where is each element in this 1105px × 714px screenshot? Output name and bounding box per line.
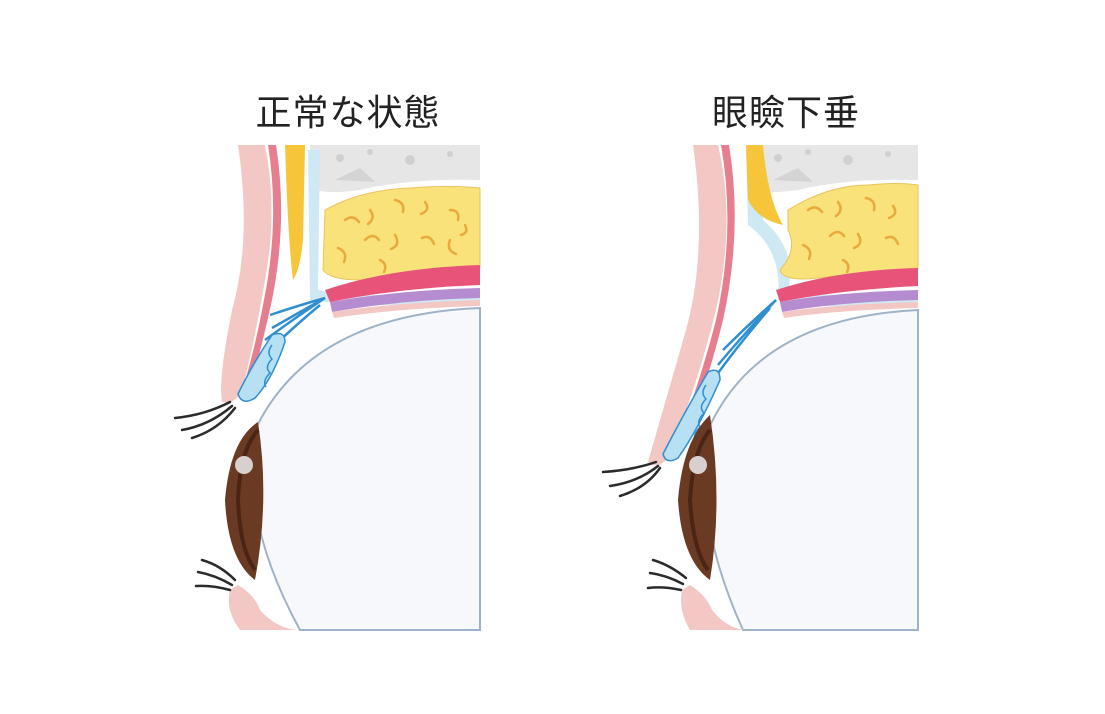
tarsal-plate [662, 369, 721, 462]
panel-title-normal: 正常な状態 [255, 93, 441, 134]
eyeball [703, 308, 919, 631]
iris-highlight [235, 456, 253, 474]
eyelid-skin [221, 145, 272, 403]
eyeball [251, 306, 481, 631]
eyelid-skin [648, 145, 727, 466]
orbital-fat [322, 186, 481, 281]
lower-eyelashes [194, 558, 237, 592]
tarsal-plate [237, 332, 286, 402]
lower-eyelashes [646, 558, 688, 592]
panel-title-ptosis: 眼瞼下垂 [711, 93, 860, 134]
iris-highlight [689, 456, 707, 474]
lower-eyelid [681, 585, 748, 630]
mueller-muscle [746, 145, 783, 225]
eyelid-diagram-ptosis [601, 145, 919, 631]
upper-eyelashes [601, 460, 662, 498]
eyelid-diagram-normal [173, 145, 481, 631]
lower-eyelid [228, 585, 300, 630]
orbital-bone [310, 145, 480, 193]
mueller-muscle [285, 145, 305, 280]
levator-muscle [776, 268, 918, 302]
upper-eyelashes [173, 400, 237, 440]
iris [678, 415, 717, 580]
levator-muscle [325, 265, 480, 302]
iris [225, 422, 264, 580]
